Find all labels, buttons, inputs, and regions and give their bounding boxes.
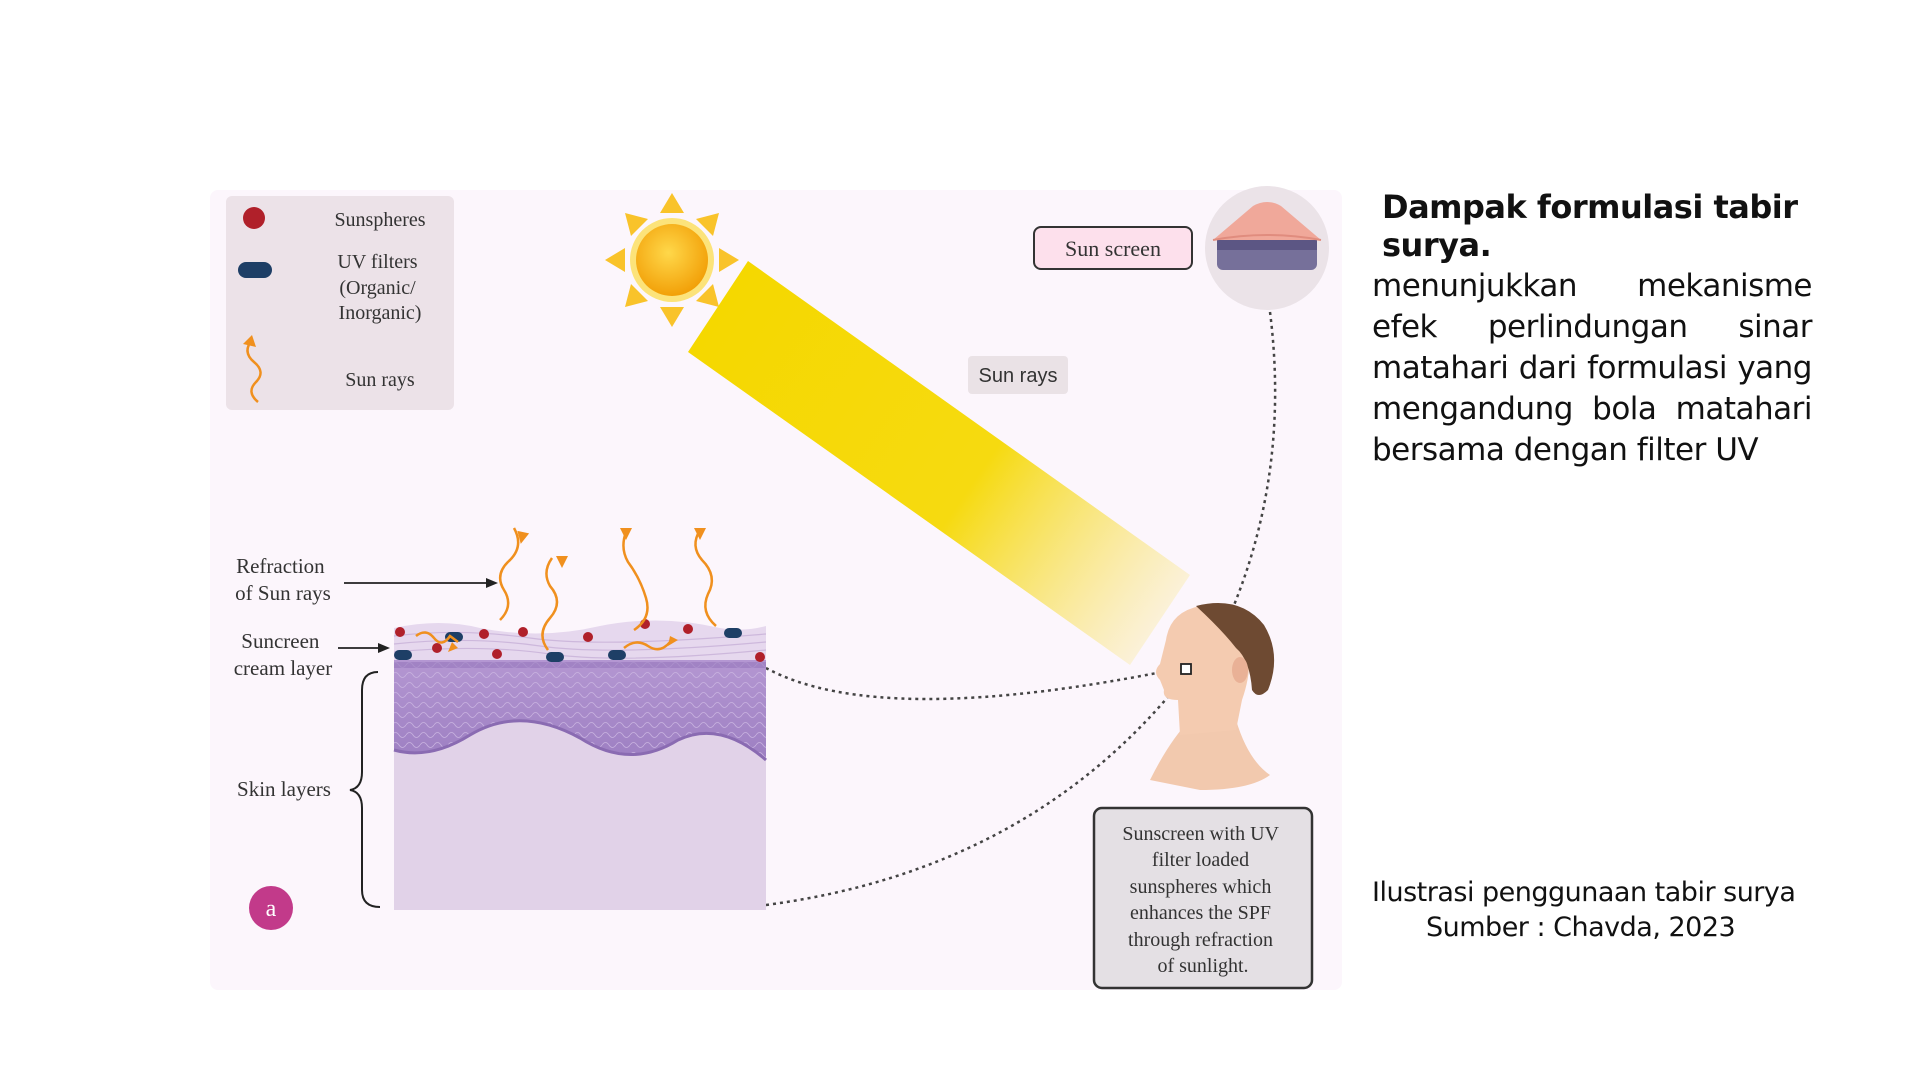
cream-layer-arrow <box>338 643 390 653</box>
side-description: menunjukkan mekanisme efek perlindungan … <box>1372 268 1813 468</box>
figure-source: Sumber : Chavda, 2023 <box>1426 912 1736 943</box>
refraction-arrow <box>344 578 498 588</box>
panel-badge-letter: a <box>266 896 277 922</box>
legend: Sunspheres UV filters (Organic/ Inorgani… <box>226 196 454 410</box>
legend-uv-filters-line3: Inorganic) <box>339 302 422 324</box>
info-box-line5: through refraction <box>1128 929 1273 951</box>
info-box-line2: filter loaded <box>1152 849 1249 871</box>
sun-icon <box>605 193 739 327</box>
dotted-connectors <box>765 311 1277 907</box>
person-head-icon <box>1150 603 1275 790</box>
sun-rays-tag: Sun rays <box>968 356 1068 394</box>
info-box-line1: Sunscreen with UV <box>1122 823 1279 845</box>
figure-caption: Ilustrasi penggunaan tabir surya <box>1372 877 1796 908</box>
info-box-line3: sunspheres which <box>1130 876 1272 898</box>
skin-layers-label: Skin layers <box>237 777 331 801</box>
legend-uv-filters-line2: (Organic/ <box>339 277 416 299</box>
skin-cross-section <box>393 620 767 910</box>
ray-arrowheads <box>448 528 706 652</box>
sun-ray-legend-icon <box>246 339 262 403</box>
info-box: Sunscreen with UV filter loaded sunspher… <box>1092 806 1314 990</box>
refracted-rays <box>415 527 717 651</box>
sunsphere-legend-icon <box>243 207 265 229</box>
svg-text:Suncreen cream layer: Suncreen cream layer <box>234 629 333 680</box>
info-box-line6: of sunlight. <box>1157 955 1248 977</box>
refraction-label-line2: of Sun rays <box>235 581 331 605</box>
legend-uv-filters-line1: UV filters <box>337 251 417 273</box>
sun-screen-tag-label: Sun screen <box>1065 236 1161 261</box>
svg-text:Sunscreen with UV filter: Sunscreen with UV filter loaded sunspher… <box>1122 823 1283 977</box>
cream-layer-label-line2: cream layer <box>234 656 333 680</box>
sunscreen-jar-icon <box>1205 186 1329 310</box>
svg-text:UV filters (Organic/: UV filters (Organic/ Inorganic) <box>337 251 422 324</box>
info-box-line4: enhances the SPF <box>1130 902 1271 924</box>
sun-rays-tag-label: Sun rays <box>979 365 1058 387</box>
side-title: Dampak formulasi tabir surya. <box>1382 188 1798 264</box>
panel-badge: a <box>249 886 293 930</box>
skin-layers-brace <box>349 671 381 908</box>
uv-filter-legend-icon <box>238 262 272 278</box>
legend-sun-rays: Sun rays <box>345 369 415 391</box>
refraction-label-line1: Refraction <box>236 554 325 578</box>
sun-beam <box>688 261 1190 665</box>
cream-layer-label-line1: Suncreen <box>241 629 320 653</box>
legend-sunspheres: Sunspheres <box>334 209 425 231</box>
sun-screen-tag: Sun screen <box>1033 226 1193 270</box>
svg-text:Refraction of Sun rays: Refraction of Sun rays <box>235 554 331 605</box>
uv-filters <box>394 628 742 662</box>
